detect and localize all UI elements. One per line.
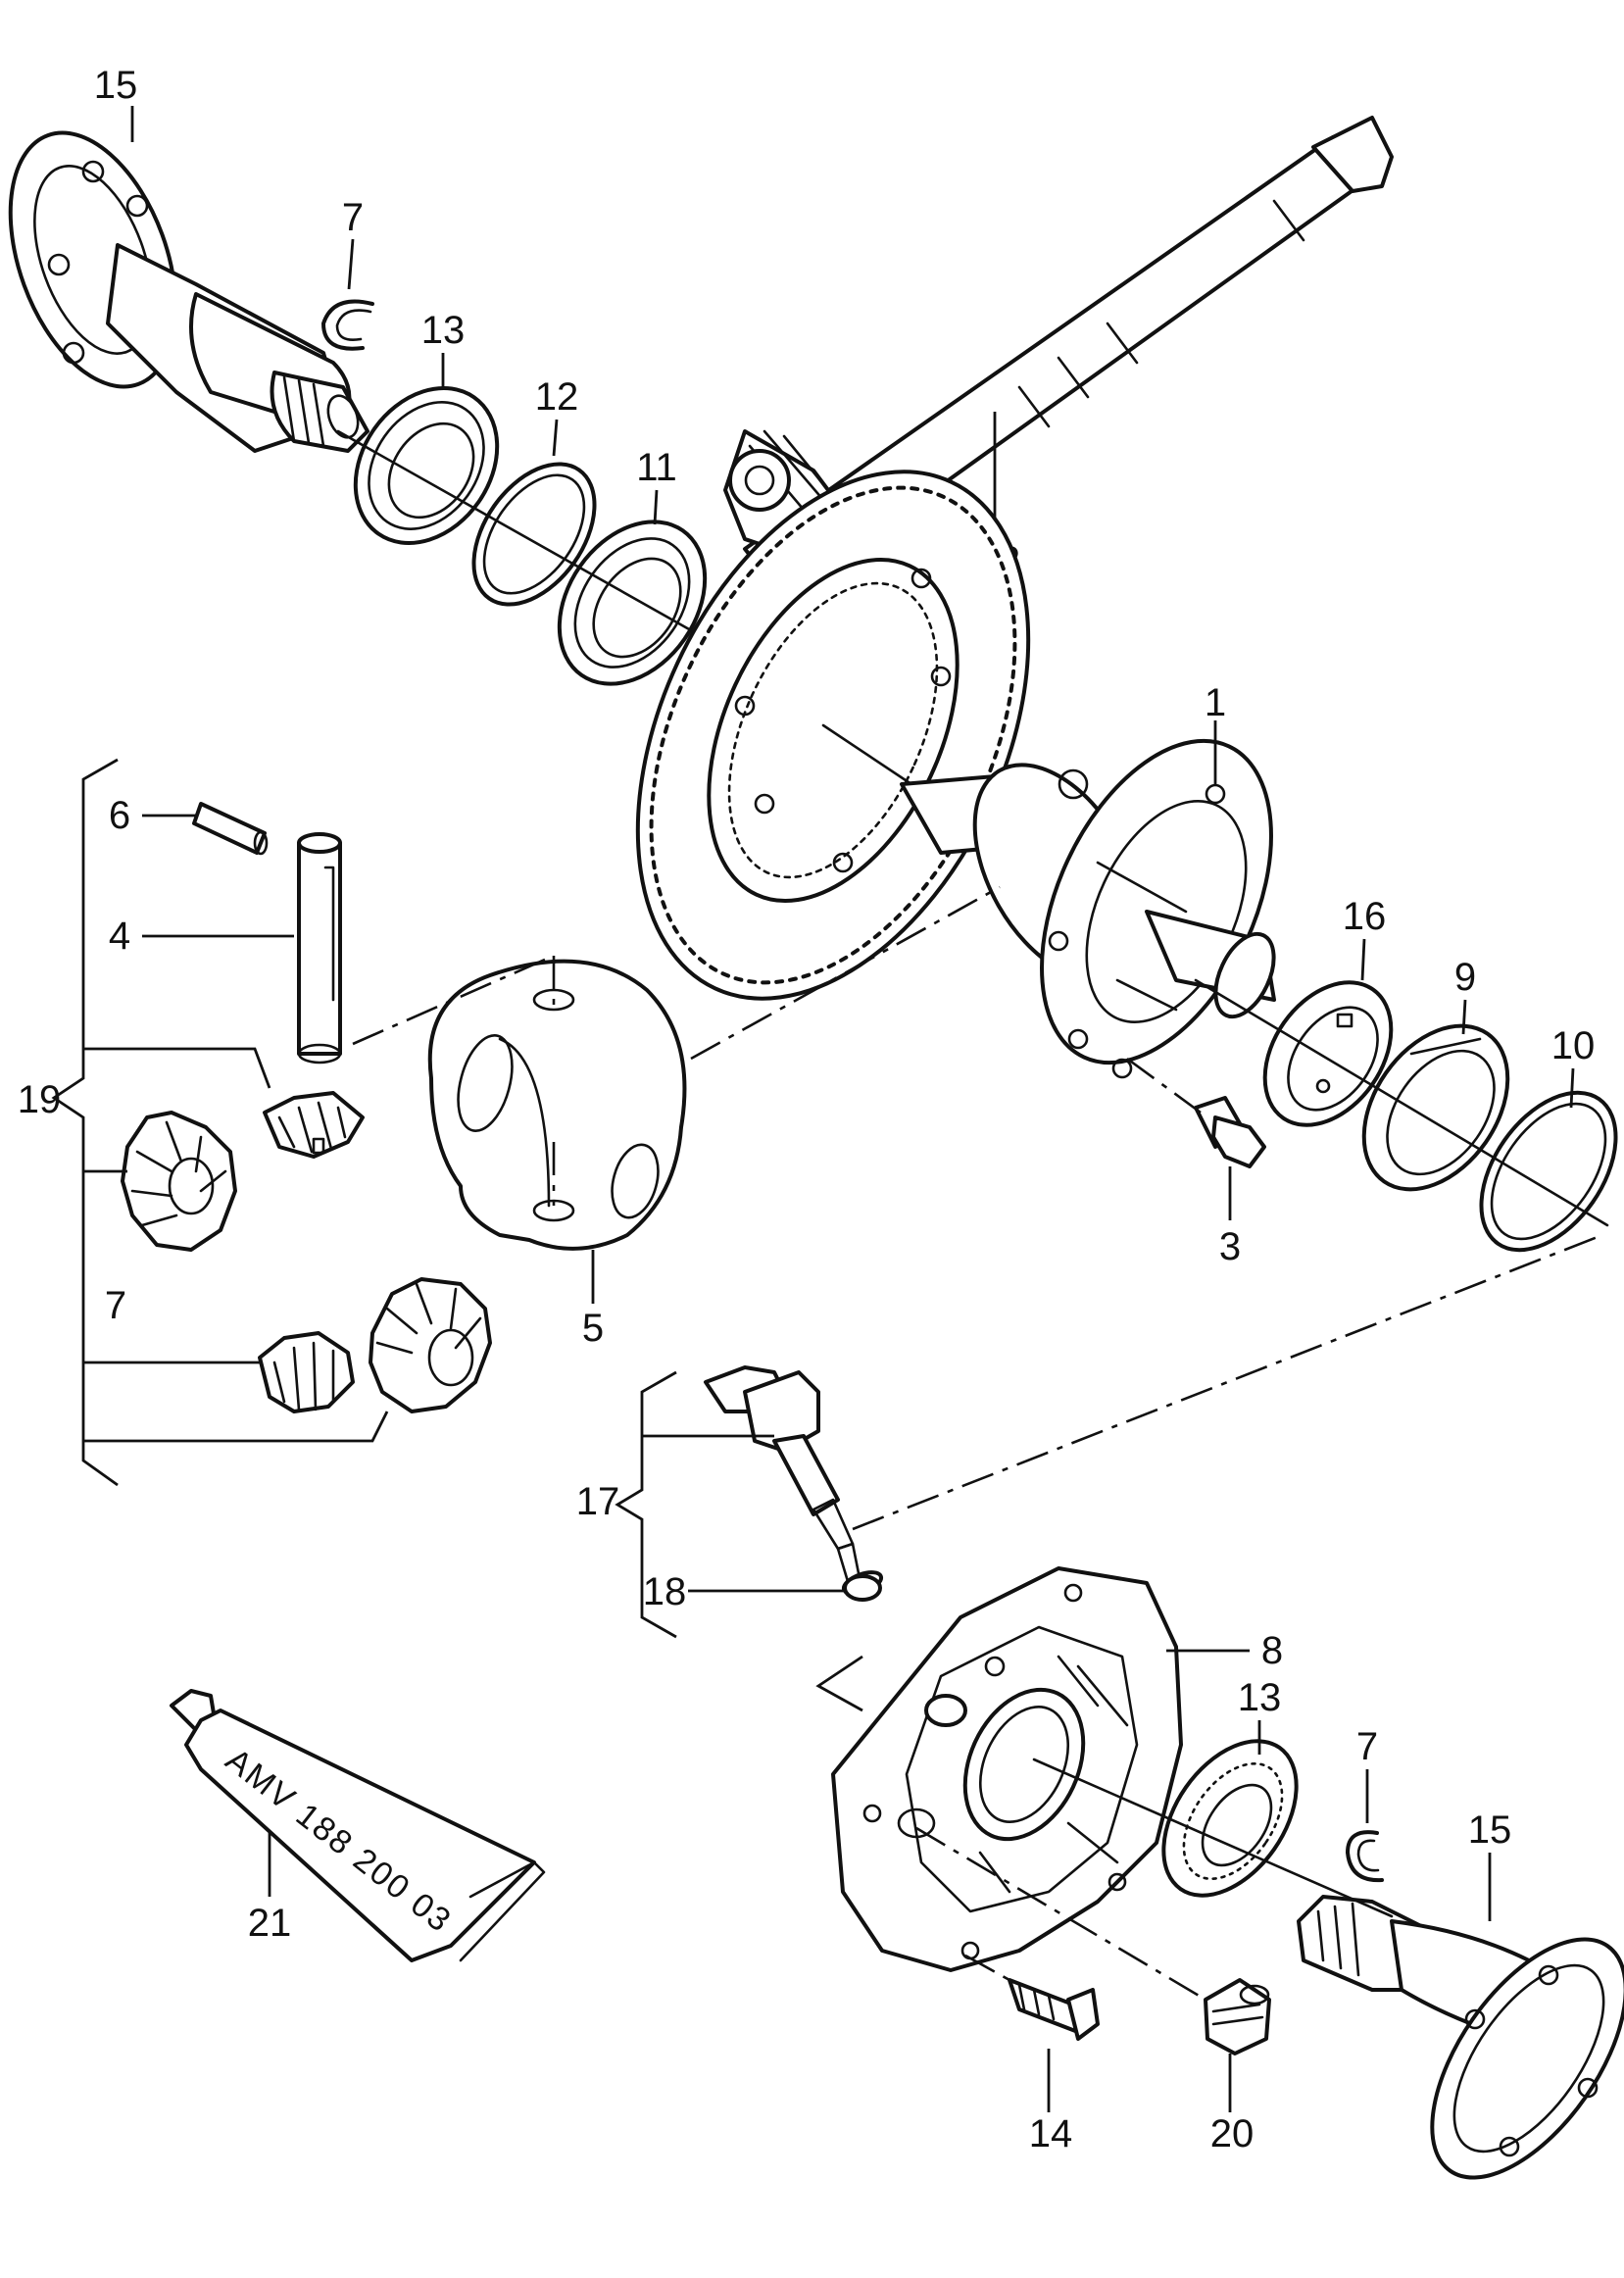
circlip-bottom: 7 (1346, 1725, 1384, 1883)
speedometer-sender (642, 1365, 884, 1600)
oil-seal-top: 13 (353, 309, 500, 545)
drive-flange-top (8, 130, 369, 453)
svg-text:1: 1 (1205, 681, 1226, 724)
svg-text:21: 21 (248, 1902, 292, 1945)
svg-text:17: 17 (576, 1480, 620, 1523)
axis-line-bottom (1032, 1758, 1394, 1918)
oil-seal-bottom: 13 (1161, 1676, 1299, 1898)
differential-shaft-4: 4 (109, 832, 342, 1065)
side-gear-left (83, 1111, 237, 1252)
seal-ring-18: 18 (643, 1570, 882, 1613)
plug-20: 20 (915, 1826, 1271, 2155)
speedometer-gear-16: 16 (1262, 895, 1394, 1127)
side-gear-lower (83, 1277, 492, 1443)
svg-text:13: 13 (421, 309, 466, 352)
drive-flange-bottom: 15 (1297, 1808, 1624, 2180)
shim-ring-12: 12 (471, 375, 597, 607)
svg-text:15: 15 (94, 64, 138, 107)
svg-text:16: 16 (1343, 895, 1387, 938)
bracket-19: 19 (18, 758, 119, 1487)
svg-text:6: 6 (109, 794, 130, 837)
axis-line-top (336, 429, 722, 649)
svg-text:19: 19 (18, 1078, 62, 1121)
bracket-17: 17 (576, 1370, 677, 1639)
svg-text:12: 12 (535, 375, 579, 419)
crown-wheel (635, 470, 1031, 1001)
svg-text:4: 4 (109, 915, 130, 958)
callout-15-top: 15 (94, 64, 138, 142)
planet-gear-upper (83, 1047, 365, 1159)
housing-cover-8: 8 (815, 1566, 1283, 1972)
svg-text:15: 15 (1468, 1808, 1512, 1852)
bolt-14: 14 (964, 1954, 1100, 2155)
bolt-3: 3 (1126, 1057, 1266, 1268)
svg-text:20: 20 (1210, 2112, 1255, 2155)
differential-cage-5: 5 (352, 885, 1001, 1350)
planet-gear-lower (83, 1331, 355, 1413)
svg-text:18: 18 (643, 1570, 687, 1613)
roll-pin-6: 6 (109, 794, 269, 856)
svg-text:11: 11 (636, 446, 677, 489)
svg-text:10: 10 (1551, 1024, 1596, 1067)
axis-line-cover (852, 1233, 1603, 1531)
svg-text:5: 5 (582, 1307, 604, 1350)
axis-line-right (1194, 978, 1609, 1227)
svg-text:13: 13 (1238, 1676, 1282, 1719)
svg-text:7: 7 (105, 1284, 126, 1327)
svg-text:7: 7 (342, 196, 364, 239)
svg-text:14: 14 (1029, 2112, 1073, 2155)
svg-text:8: 8 (1261, 1629, 1283, 1672)
svg-text:7: 7 (1356, 1725, 1378, 1768)
circlip-top: 7 (321, 196, 374, 351)
taper-bearing-9: 9 (1361, 956, 1510, 1192)
callout-7-left: 7 (105, 1284, 126, 1327)
sealant-tube-21: AMV 188 200 03 21 (170, 1689, 546, 1962)
svg-text:3: 3 (1219, 1225, 1241, 1268)
differential-housing-1: 1 (900, 681, 1276, 1079)
svg-text:9: 9 (1454, 956, 1476, 999)
